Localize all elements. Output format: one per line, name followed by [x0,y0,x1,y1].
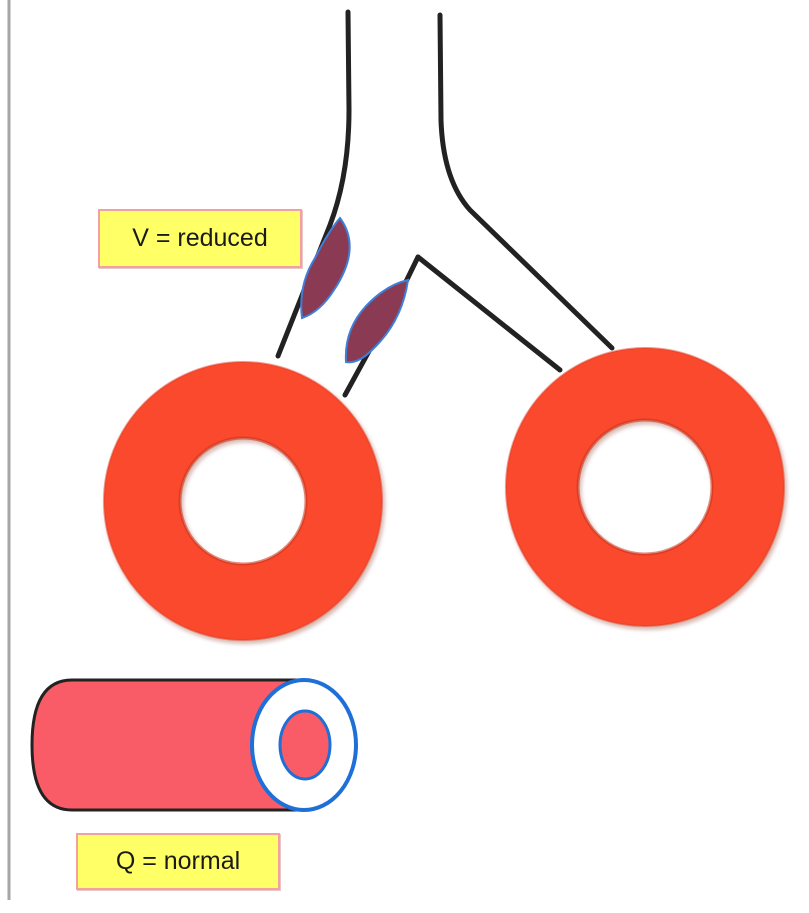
perfusion-label-text: Q = normal [116,847,240,876]
ventilation-label: V = reduced [98,209,302,268]
right-alveolus [506,348,784,626]
airway-obstruction [301,218,408,362]
mucus-plug-icon [346,280,408,362]
left-alveolus [104,362,382,640]
alveolus-icon [142,400,344,602]
alveolus-icon [542,384,748,590]
ventilation-label-text: V = reduced [132,224,268,253]
blood-vessel [32,680,356,810]
airway [278,12,612,395]
perfusion-label: Q = normal [76,833,280,890]
vessel-lumen [280,711,330,779]
